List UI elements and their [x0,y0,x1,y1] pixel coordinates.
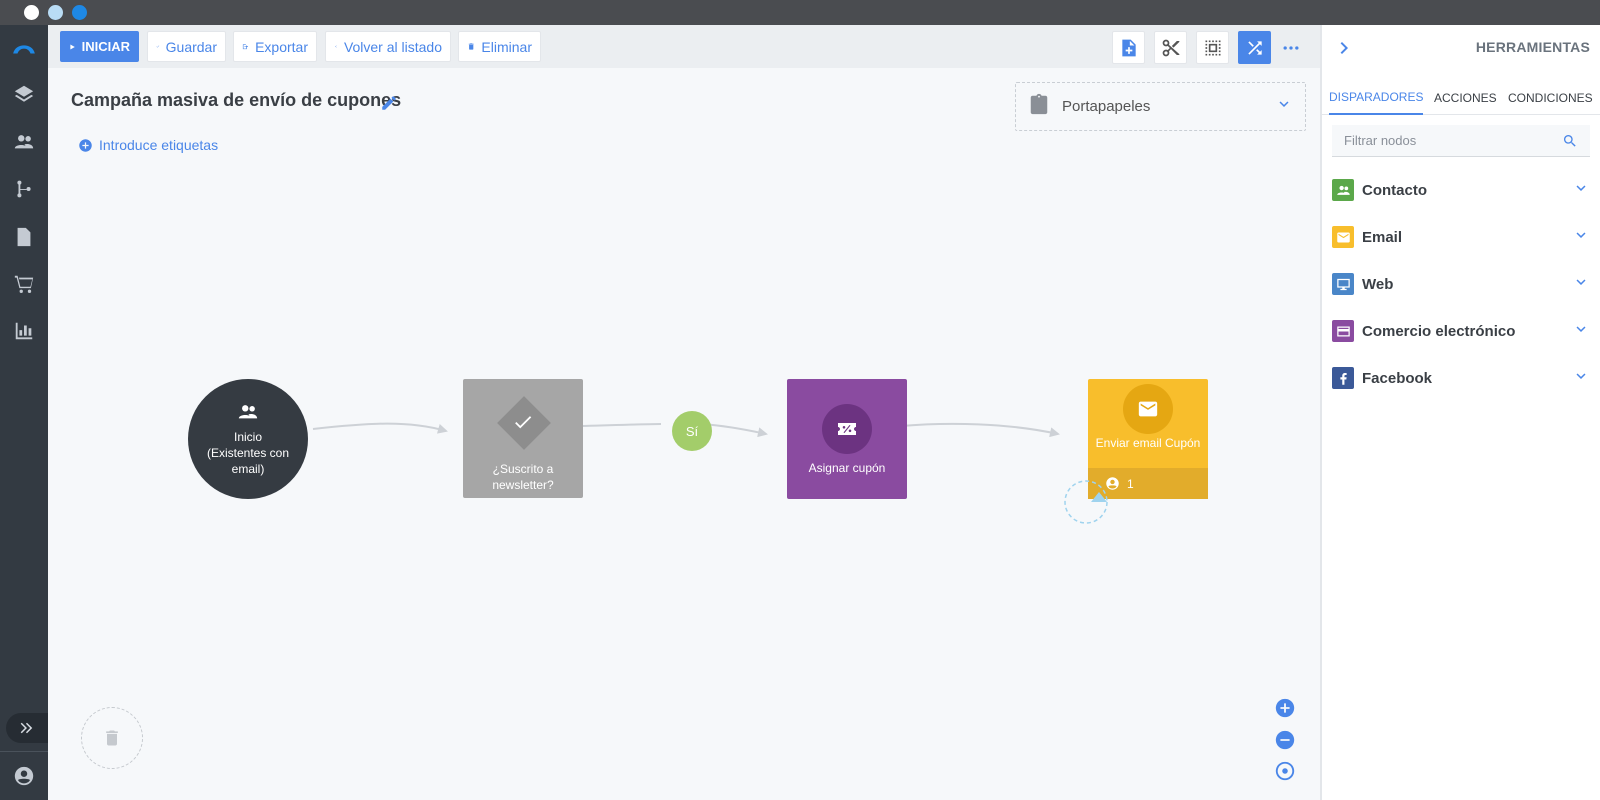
add-circle-icon [79,138,92,152]
zoom-in-icon [1275,698,1295,718]
chevron-right-icon [1340,42,1348,54]
logo-icon[interactable] [0,27,48,67]
window-close-button[interactable] [24,5,39,20]
contacts-icon [238,405,258,419]
window-titlebar [0,0,1600,25]
edge-condition-to-yes [581,423,662,427]
facebook-icon [1332,367,1354,389]
edit-title-button[interactable] [380,94,398,112]
flow-icon[interactable] [0,169,48,209]
contacts-icon[interactable] [0,122,48,162]
save-button[interactable]: Guardar [147,31,226,62]
email-icon [1332,226,1354,248]
category-email[interactable]: Email [1332,222,1590,252]
condition-node[interactable]: ¿Suscrito a newsletter? [463,379,583,498]
email-node-label: Enviar email Cupón [1095,436,1201,450]
filter-nodes-placeholder: Filtrar nodos [1344,133,1417,148]
yes-branch-badge[interactable]: Sí [672,411,712,451]
trash-icon [106,730,118,746]
check-icon [512,411,534,433]
category-ecommerce[interactable]: Comercio electrónico [1332,316,1590,346]
tab-actions[interactable]: ACCIONES [1434,91,1497,105]
panel-title: HERRAMIENTAS [1475,39,1590,55]
window-maximize-button[interactable] [72,5,87,20]
credit-card-icon [1332,320,1354,342]
pencil-icon [382,96,396,110]
clipboard-dropdown[interactable]: Portapapeles [1015,82,1306,131]
target-icon [1275,761,1295,781]
start-button[interactable]: INICIAR [60,31,139,62]
user-account-button[interactable] [0,751,48,800]
page-title: Campaña masiva de envío de cupones [71,90,402,110]
panel-tabs: DISPARADORES ACCIONES CONDICIONES [1322,81,1600,115]
category-facebook[interactable]: Facebook [1332,363,1590,393]
edge-action-to-email [900,422,1060,438]
more-horizontal-icon [1283,45,1298,50]
select-all-icon [1205,40,1220,55]
double-chevron-right-icon [20,722,33,734]
trash-dropzone[interactable] [81,707,143,769]
clipboard-label: Portapapeles [1062,98,1151,115]
contacts-icon [1332,179,1354,201]
delete-button[interactable]: Eliminar [458,31,541,62]
user-icon [14,766,34,786]
layers-icon[interactable] [0,74,48,114]
send-email-node[interactable]: Enviar email Cupón 1 [1088,379,1208,499]
scissors-icon [1162,39,1179,56]
back-to-list-button[interactable]: Volver al listado [325,31,451,62]
email-icon [1123,384,1173,434]
more-options-button[interactable] [1274,31,1307,64]
cut-button[interactable] [1154,31,1187,64]
cart-icon[interactable] [0,264,48,304]
toolbar: INICIAR Guardar Exportar Volver al lista… [48,25,1320,68]
chevron-down-icon [1572,226,1590,249]
add-tags-button[interactable]: Introduce etiquetas [78,137,218,153]
chevron-down-icon [1572,179,1590,202]
tools-panel: HERRAMIENTAS DISPARADORES ACCIONES CONDI… [1320,25,1600,800]
auto-layout-button[interactable] [1238,31,1271,64]
chevron-down-icon [1572,273,1590,296]
add-document-icon [1121,39,1136,56]
search-icon [1564,134,1576,147]
shuffle-icon [1247,40,1262,55]
category-web[interactable]: Web [1332,269,1590,299]
export-button[interactable]: Exportar [233,31,317,62]
add-node-button[interactable] [1112,31,1145,64]
coupon-icon [822,404,872,454]
condition-label: ¿Suscrito a newsletter? [492,462,554,492]
email-node-stats[interactable]: 1 [1088,468,1208,499]
assign-coupon-node[interactable]: Asignar cupón [787,379,907,499]
collapse-panel-button[interactable] [1332,36,1356,60]
chevron-down-icon [1572,320,1590,343]
center-view-button[interactable] [1274,760,1296,782]
export-icon [242,44,249,50]
window-minimize-button[interactable] [48,5,63,20]
trash-icon [468,43,474,50]
check-icon [156,45,160,48]
chevron-left-icon [335,45,337,48]
start-node[interactable]: Inicio (Existentes con email) [188,379,308,499]
clipboard-icon [1028,93,1050,120]
zoom-in-button[interactable] [1274,697,1296,719]
document-icon[interactable] [0,217,48,257]
stats-icon[interactable] [0,311,48,351]
action-label: Asignar cupón [808,461,886,475]
chevron-down-icon [1572,367,1590,390]
user-icon [1106,477,1119,490]
email-node-count: 1 [1127,476,1134,491]
zoom-out-button[interactable] [1274,729,1296,751]
filter-nodes-input[interactable]: Filtrar nodos [1332,125,1590,157]
workflow-canvas[interactable]: Campaña masiva de envío de cupones Intro… [48,68,1320,800]
monitor-icon [1332,273,1354,295]
left-navigation [0,25,48,800]
play-icon [70,44,75,49]
edge-start-to-condition [312,422,448,434]
tab-triggers[interactable]: DISPARADORES [1329,81,1424,115]
expand-nav-button[interactable] [6,713,48,743]
chevron-down-icon [1275,95,1293,118]
tab-conditions[interactable]: CONDICIONES [1508,91,1593,105]
select-area-button[interactable] [1196,31,1229,64]
zoom-out-icon [1275,730,1295,750]
category-contacto[interactable]: Contacto [1332,175,1590,205]
